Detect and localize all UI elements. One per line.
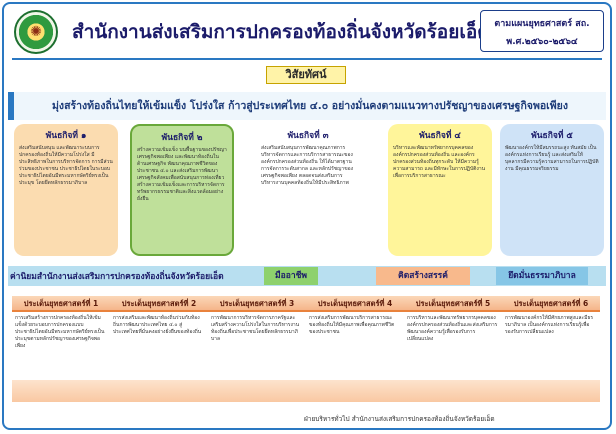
- header: ✺ สำนักงานส่งเสริมการปกครองท้องถิ่นจังหว…: [4, 4, 610, 62]
- issue-title: ประเด็นยุทธศาสตร์ที่ 4: [306, 296, 404, 312]
- vision-statement: มุ่งสร้างท้องถิ่นไทยให้เข้มแข็ง โปร่งใส …: [8, 92, 606, 120]
- issue-footer: [306, 380, 404, 402]
- strategic-issue-4: ประเด็นยุทธศาสตร์ที่ 4 การส่งเสริมการพัฒ…: [306, 296, 404, 402]
- mission-card-3: พันธกิจที่ ๓ ส่งเสริมสนับสนุนการพัฒนาคุณ…: [256, 124, 360, 256]
- mission-title: พันธกิจที่ ๑: [45, 131, 87, 141]
- issue-title: ประเด็นยุทธศาสตร์ที่ 5: [404, 296, 502, 312]
- mission-card-1: พันธกิจที่ ๑ ส่งเสริมสนับสนุน และพัฒนาระ…: [14, 124, 118, 256]
- issue-body: การเสริมสร้างการปกครองท้องถิ่นให้เข้มแข็…: [15, 315, 105, 349]
- issue-body: การพัฒนาองค์กรให้มีศักยภาพสูงและมีธรรมาภ…: [505, 315, 594, 335]
- strategic-issue-5: ประเด็นยุทธศาสตร์ที่ 5 การบริหารและพัฒนา…: [404, 296, 502, 402]
- mission-card-2: พันธกิจที่ ๒ สร้างความเข้มแข็ง บนพื้นฐาน…: [130, 124, 234, 256]
- issue-title: ประเด็นยุทธศาสตร์ที่ 1: [12, 296, 110, 312]
- mission-body: ส่งเสริมสนับสนุนการพัฒนาคุณภาพการบริหารจ…: [261, 145, 354, 186]
- department-logo: ✺: [14, 10, 58, 54]
- footer-credit: ฝ่ายบริหารทั่วไป สำนักงานส่งเสริมการปกคร…: [304, 415, 495, 423]
- issue-body: การบริหารและพัฒนาทรัพยากรบุคคลขององค์กรป…: [407, 315, 498, 342]
- mission-card-5: พันธกิจที่ ๕ พัฒนาองค์กรให้มีสมรรถนะสูง …: [500, 124, 604, 256]
- value-chip-creative: คิดสร้างสรรค์: [376, 267, 470, 285]
- issue-body: การส่งเสริมและพัฒนาท้องถิ่นร่วมกับท้องถิ…: [113, 315, 202, 335]
- issue-footer: [404, 380, 502, 402]
- values-title: ค่านิยมสำนักงานส่งเสริมการปกครองท้องถิ่น…: [10, 272, 224, 282]
- values-row: ค่านิยมสำนักงานส่งเสริมการปกครองท้องถิ่น…: [8, 266, 606, 286]
- mission-body: พัฒนาองค์กรให้มีสมรรถนะสูง ทันสมัย เป็นอ…: [505, 145, 599, 172]
- issue-title: ประเด็นยุทธศาสตร์ที่ 2: [110, 296, 208, 312]
- issue-footer: [12, 380, 110, 402]
- mission-title: พันธกิจที่ ๕: [531, 131, 573, 141]
- page-title: สำนักงานส่งเสริมการปกครองท้องถิ่นจังหวัด…: [72, 21, 490, 43]
- plan-line-1: ตามแผนยุทธศาสตร์ สถ.: [494, 19, 590, 29]
- strategic-issue-6: ประเด็นยุทธศาสตร์ที่ 6 การพัฒนาองค์กรให้…: [502, 296, 600, 402]
- vision-label: วิสัยทัศน์: [266, 66, 346, 84]
- strategy-map-frame: ✺ สำนักงานส่งเสริมการปกครองท้องถิ่นจังหว…: [2, 2, 612, 430]
- plan-line-2: พ.ศ.๒๕๖๐-๒๕๖๔: [506, 37, 578, 47]
- issue-title: ประเด็นยุทธศาสตร์ที่ 3: [208, 296, 306, 312]
- value-chip-good-governance: ยึดมั่นธรรมาภิบาล: [496, 267, 588, 285]
- mission-title: พันธกิจที่ ๓: [287, 131, 329, 141]
- value-chip-professional: มืออาชีพ: [264, 267, 318, 285]
- mission-title: พันธกิจที่ ๒: [161, 133, 203, 143]
- mission-title: พันธกิจที่ ๔: [419, 131, 461, 141]
- issue-footer: [208, 380, 306, 402]
- issue-body: การส่งเสริมการพัฒนาบริการสาธารณะของท้องถ…: [309, 315, 395, 335]
- strategic-issue-3: ประเด็นยุทธศาสตร์ที่ 3 การพัฒนาการบริหาร…: [208, 296, 306, 402]
- plan-reference-box: ตามแผนยุทธศาสตร์ สถ. พ.ศ.๒๕๖๐-๒๕๖๔: [480, 10, 604, 52]
- mission-body: สร้างความเข้มแข็ง บนพื้นฐานของปรัชญาเศรษ…: [137, 147, 227, 202]
- strategic-issue-1: ประเด็นยุทธศาสตร์ที่ 1 การเสริมสร้างการป…: [12, 296, 110, 402]
- seal-icon: ✺: [30, 24, 42, 40]
- mission-body: ส่งเสริมสนับสนุน และพัฒนาระบบการปกครองท้…: [19, 145, 113, 186]
- mission-body: บริหารและพัฒนาทรัพยากรบุคคลขององค์กรปกคร…: [393, 145, 486, 179]
- issue-title: ประเด็นยุทธศาสตร์ที่ 6: [502, 296, 600, 312]
- issue-body: การพัฒนาการบริหารจัดการภาครัฐและเสริมสร้…: [211, 315, 300, 342]
- mission-card-4: พันธกิจที่ ๔ บริหารและพัฒนาทรัพยากรบุคคล…: [388, 124, 492, 256]
- strategic-issue-2: ประเด็นยุทธศาสตร์ที่ 2 การส่งเสริมและพัฒ…: [110, 296, 208, 402]
- issue-footer: [502, 380, 600, 402]
- header-divider: [12, 58, 602, 60]
- issue-footer: [110, 380, 208, 402]
